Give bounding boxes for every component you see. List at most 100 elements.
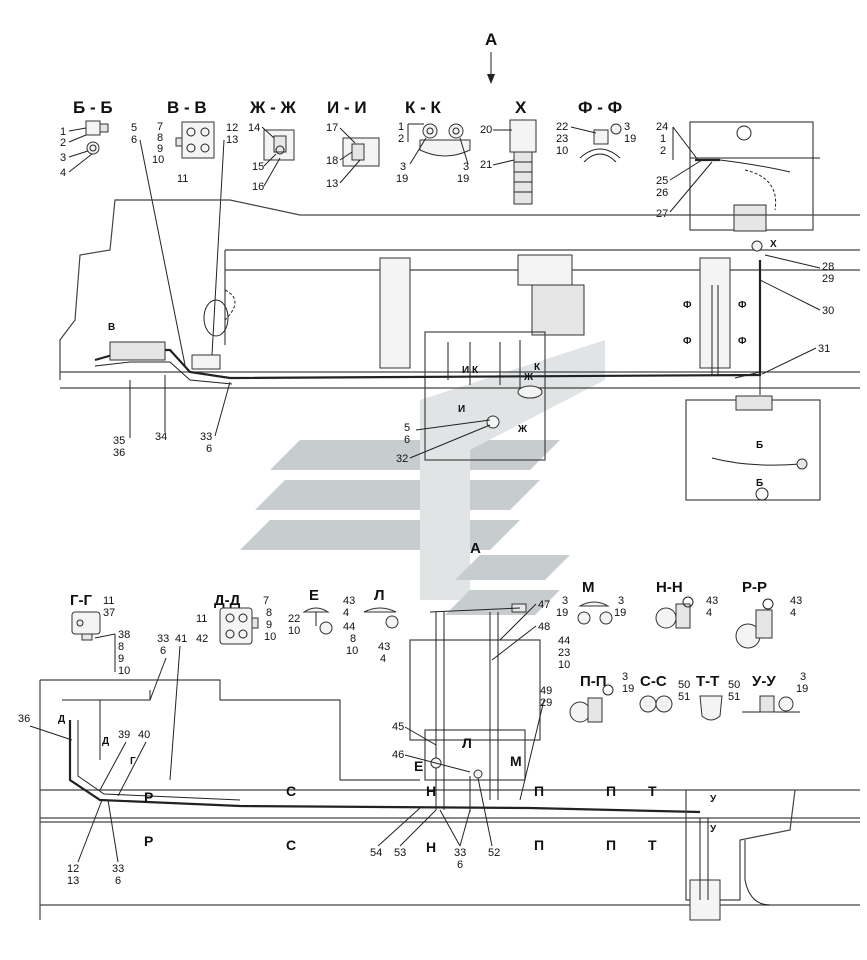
callout-dd-11: 11	[196, 613, 207, 625]
section-title-zhzh: Ж - Ж	[249, 98, 296, 117]
detail-nn: 43 4	[655, 595, 718, 629]
section-title-vv: В - В	[167, 98, 207, 117]
callout-main-6: 6	[206, 443, 212, 455]
section-title-uu: У-У	[752, 673, 776, 690]
callout-lower-53: 53	[394, 847, 406, 859]
callout-kk-3b: 3	[463, 161, 469, 173]
callout-vv-12: 12	[226, 122, 238, 134]
marker-f2: Ф	[738, 300, 747, 311]
detail-pp: 3 19	[569, 671, 634, 723]
marker-s1: С	[286, 783, 296, 799]
marker-k2: К	[534, 362, 541, 373]
detail-rr: 43 4	[735, 595, 802, 649]
marker-v: В	[108, 322, 115, 333]
callout-main-33: 33	[200, 431, 212, 443]
callout-kk-3a: 3	[400, 161, 406, 173]
callout-main-36: 36	[113, 447, 125, 459]
callout-vv-10: 10	[152, 154, 164, 166]
callout-vv-8: 8	[157, 132, 163, 144]
callout-vv-6: 6	[131, 134, 137, 146]
marker-f3: Ф	[683, 336, 692, 347]
callout-m-3b: 3	[618, 595, 624, 607]
marker-p4: П	[606, 837, 616, 853]
callout-ff-22: 22	[556, 121, 568, 133]
callout-bb-1: 1	[60, 126, 66, 138]
callout-rr-43: 43	[790, 595, 802, 607]
callout-kk-19a: 19	[396, 173, 408, 185]
callout-lower-39: 39	[118, 729, 130, 741]
callout-gg-9: 9	[118, 653, 124, 665]
callout-lower-33c: 33	[454, 847, 466, 859]
callout-zhzh-15: 15	[252, 161, 264, 173]
callout-lower-54: 54	[370, 847, 382, 859]
callout-ff-19: 19	[624, 133, 636, 145]
detail-dd: 11 42 7 8 9 10	[196, 595, 276, 645]
section-title-bb: Б - Б	[73, 98, 113, 117]
callout-main-32: 32	[396, 453, 408, 465]
section-title-e: Е	[309, 587, 319, 604]
upper-frame-view	[59, 199, 860, 501]
callout-dd-7: 7	[263, 595, 269, 607]
callout-vv-11: 11	[177, 173, 188, 185]
detail-gg: 11 37 38 8 9 10	[71, 595, 130, 677]
detail-vv: 7 8 9 10 11 5 6 12 13	[131, 121, 238, 366]
detail-tt: 50 51	[699, 679, 740, 721]
callout-lower-41: 41	[175, 633, 187, 645]
callout-lower-12: 12	[67, 863, 79, 875]
callout-nn-43: 43	[706, 595, 718, 607]
callout-lower-49: 49	[540, 685, 552, 697]
marker-u2: У	[710, 824, 717, 835]
marker-i2: И	[458, 404, 465, 415]
callout-nn-4: 4	[706, 607, 712, 619]
section-title-pp: П-П	[580, 673, 607, 690]
watermark-stripe-1	[270, 440, 560, 470]
callout-m-19b: 19	[614, 607, 626, 619]
section-title-ss: С-С	[640, 673, 667, 690]
callout-main-34: 34	[155, 431, 167, 443]
callout-ii-13: 13	[326, 178, 338, 190]
marker-f1: Ф	[683, 300, 692, 311]
section-title-m: М	[582, 579, 595, 596]
callout-tank-2: 2	[660, 145, 666, 157]
callout-ss-51: 51	[678, 691, 690, 703]
callout-vv-9: 9	[157, 143, 163, 155]
callout-uu-3: 3	[800, 671, 806, 683]
marker-l: Л	[462, 735, 472, 751]
callout-gg-11: 11	[103, 595, 114, 607]
callout-gg-38: 38	[118, 629, 130, 641]
callout-gg-8: 8	[118, 641, 124, 653]
marker-i1: И	[462, 365, 469, 376]
callout-lower-6a: 6	[160, 645, 166, 657]
marker-n1: Н	[426, 783, 436, 799]
marker-p2: П	[534, 837, 544, 853]
detail-e: 22 10	[288, 607, 333, 637]
callout-main-30: 30	[822, 305, 834, 317]
callout-lower-40: 40	[138, 729, 150, 741]
marker-n2: Н	[426, 839, 436, 855]
callout-l-43a: 43	[343, 595, 355, 607]
callout-gg-37: 37	[103, 607, 115, 619]
detail-ss: 50 51	[639, 679, 690, 713]
callout-vv-13: 13	[226, 134, 238, 146]
watermark-logo	[240, 340, 605, 615]
callout-lower-6b: 6	[115, 875, 121, 887]
callout-main-29: 29	[822, 273, 834, 285]
marker-u1: У	[710, 794, 717, 805]
marker-zh2: Ж	[517, 424, 528, 435]
detail-uu: 3 19	[742, 671, 808, 713]
view-arrow-head	[487, 74, 495, 84]
callout-tank-25: 25	[656, 175, 668, 187]
marker-s2: С	[286, 837, 296, 853]
marker-p3: П	[606, 783, 616, 799]
callout-main-5: 5	[404, 422, 410, 434]
callout-x-21: 21	[480, 159, 492, 171]
marker-e: Е	[414, 758, 423, 774]
callout-l-8: 8	[350, 633, 356, 645]
section-title-ff: Ф - Ф	[578, 98, 622, 117]
watermark-chevron	[420, 340, 605, 600]
callout-lower-46: 46	[392, 749, 404, 761]
section-title-dd: Д-Д	[214, 592, 241, 609]
detail-zhzh: 14 15 16	[248, 122, 295, 193]
marker-f4: Ф	[738, 336, 747, 347]
